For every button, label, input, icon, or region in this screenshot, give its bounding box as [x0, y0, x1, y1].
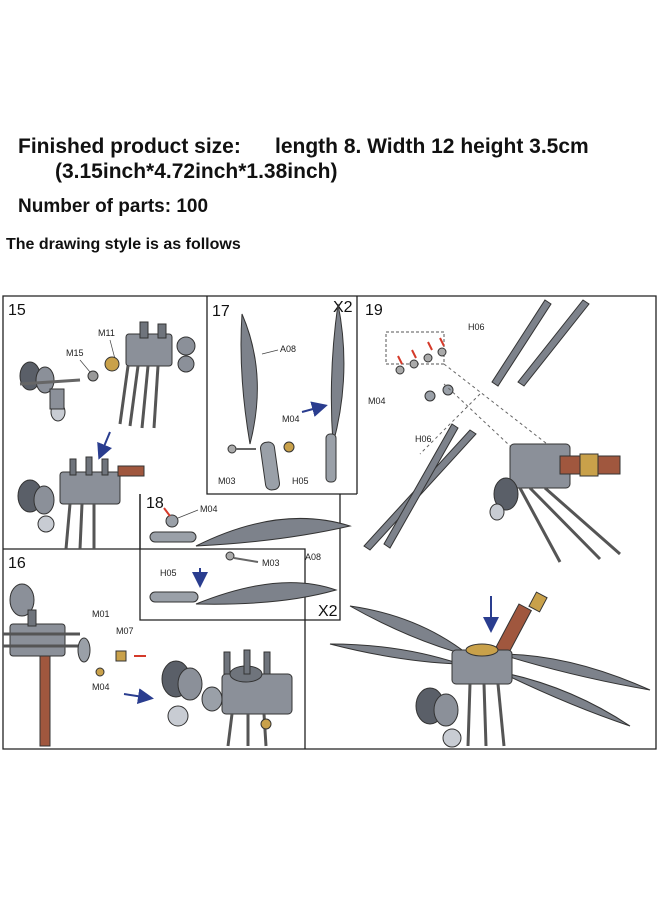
code-m03-18: M03 [262, 558, 280, 568]
bearing-15 [19, 361, 81, 422]
blade-a08-18 [195, 518, 352, 547]
code-h06-top: H06 [468, 322, 485, 332]
step-17-qty: X2 [333, 299, 353, 316]
blades-19 [363, 299, 590, 551]
step-19-number: 19 [365, 302, 383, 319]
code-m11: M11 [98, 328, 115, 338]
code-h05-18: H05 [160, 568, 177, 578]
blade-assembled-18 [195, 582, 338, 605]
parts-count: Number of parts: 100 [18, 196, 209, 217]
panel-frames [2, 295, 657, 750]
code-m01-16: M01 [92, 609, 110, 619]
rotor-head-16 [3, 583, 80, 747]
step-19-panel: 19 H06 M04 H06 [329, 299, 651, 748]
code-m04-16: M04 [92, 682, 110, 692]
step-16-panel: 16 M01 M07 M04 [3, 555, 293, 747]
code-m04-17: M04 [282, 414, 300, 424]
assembled-hub-16 [161, 649, 293, 747]
step-18-qty: X2 [318, 603, 338, 620]
code-m03-17: M03 [218, 476, 236, 486]
step-16-number: 16 [8, 555, 26, 572]
size-inch: (3.15inch*4.72inch*1.38inch) [55, 160, 338, 183]
code-h05-17: H05 [292, 476, 309, 486]
step-15-panel: 15 M11 M15 [8, 302, 196, 550]
small-parts-19 [395, 337, 454, 402]
code-m04-18: M04 [200, 504, 218, 514]
assembly-diagram: 15 M11 M15 [2, 295, 657, 750]
assembled-hub-15 [17, 456, 145, 550]
code-m15: M15 [66, 348, 84, 358]
rotor-hub-19 [489, 443, 621, 563]
code-a08-18: A08 [305, 552, 321, 562]
step-17-number: 17 [212, 303, 230, 320]
blade-a08-17 [240, 313, 258, 445]
code-m07-16: M07 [116, 626, 134, 636]
hub-assembly-15 [87, 321, 196, 429]
blade-assembled-17 [330, 303, 345, 445]
code-h06-bottom: H06 [415, 434, 432, 444]
step-17-panel: 17 X2 A08 M04 M03 H05 [212, 299, 353, 491]
code-m04-19: M04 [368, 396, 386, 406]
step-15-number: 15 [8, 302, 26, 319]
final-rotor-assembly [329, 591, 651, 748]
size-label: Finished product size: [18, 135, 241, 158]
code-a08-17: A08 [280, 344, 296, 354]
step-18-panel: 18 X2 M04 A08 M03 H05 [146, 495, 352, 620]
step-18-number: 18 [146, 495, 164, 512]
size-value: length 8. Width 12 height 3.5cm [275, 135, 589, 158]
style-note: The drawing style is as follows [6, 236, 241, 253]
